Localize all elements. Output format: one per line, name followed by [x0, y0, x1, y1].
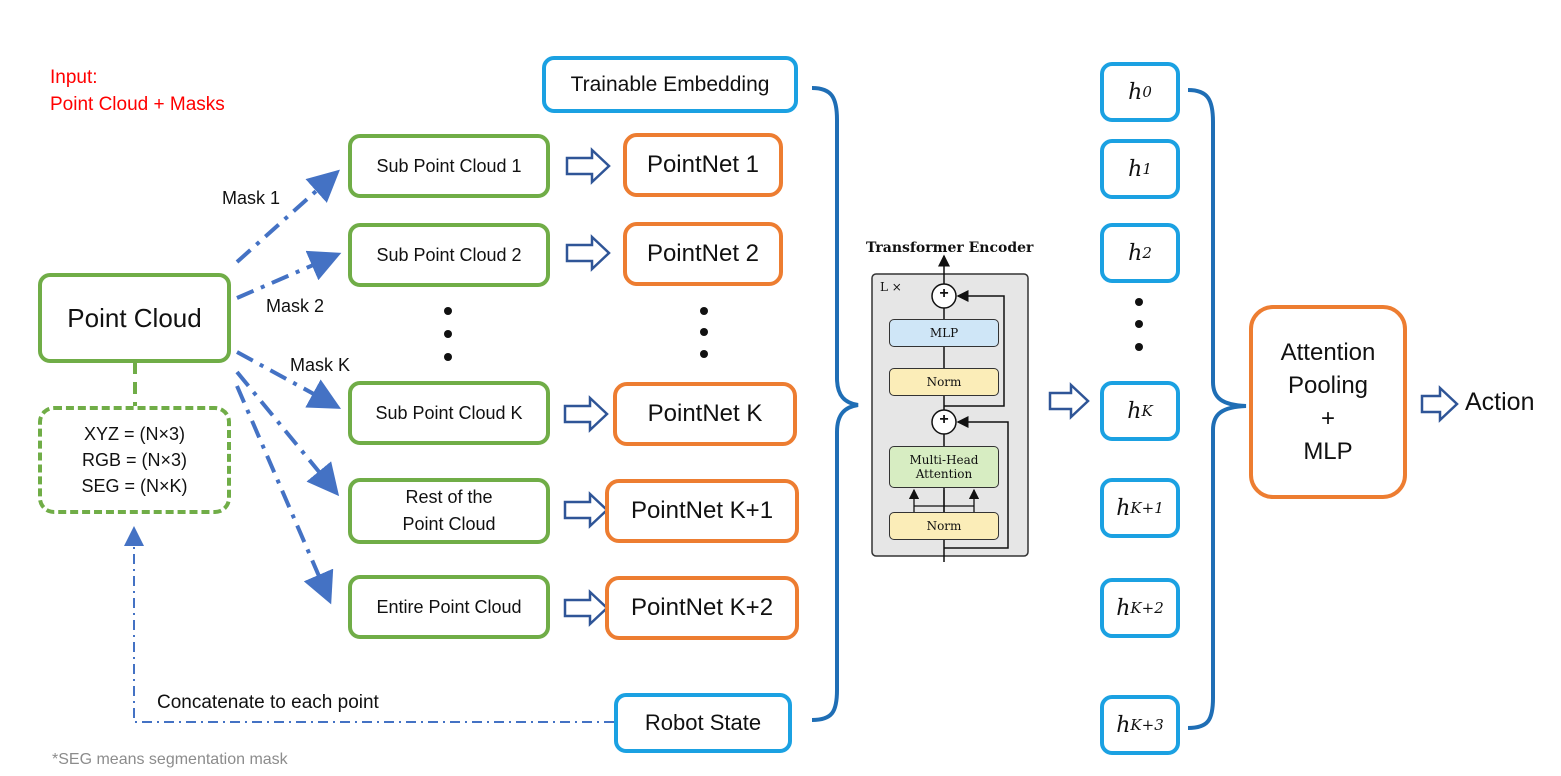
concatenate-label: Concatenate to each point [157, 692, 379, 713]
hollow-arrows [563, 147, 1459, 627]
attention-pooling-box: Attention Pooling + MLP [1249, 305, 1407, 499]
point-cloud-box: Point Cloud [38, 273, 231, 363]
hollow-arrow-2 [565, 234, 611, 272]
seg-feature: SEG = (N×K) [81, 476, 188, 496]
ellipsis-dot [700, 350, 708, 358]
brace-right [1187, 88, 1247, 730]
trainable-embedding-box: Trainable Embedding [542, 56, 798, 113]
point-features-box: XYZ = (N×3) RGB = (N×3) SEG = (N×K) [38, 406, 231, 514]
pointnet-k-plus-2: PointNet K+2 [605, 576, 799, 640]
multi-head-attention-block: Multi-Head Attention [889, 446, 999, 488]
brace-left [811, 86, 859, 722]
add-top-label: + [939, 285, 949, 302]
pooling-line-3: + [1320, 405, 1335, 432]
sub-point-cloud-k: Sub Point Cloud K [348, 381, 550, 445]
arrow-mask-2 [236, 250, 342, 300]
pooling-line-1: Attention [1280, 339, 1376, 366]
sub-point-cloud-2: Sub Point Cloud 2 [348, 223, 550, 287]
action-label: Action [1465, 388, 1535, 416]
entire-point-cloud-box: Entire Point Cloud [348, 575, 550, 639]
mask-arrows [235, 169, 342, 605]
ellipsis-dot [700, 328, 708, 336]
robot-state-box: Robot State [614, 693, 792, 753]
ellipsis-dot [444, 307, 452, 315]
mask-k-label: Mask K [290, 355, 351, 375]
concatenate-path [124, 526, 614, 723]
rest-point-cloud-box: Rest of the Point Cloud [348, 478, 550, 544]
rgb-feature: RGB = (N×3) [81, 450, 188, 470]
ellipsis-dot [1135, 298, 1143, 306]
hollow-arrow-1 [565, 147, 611, 185]
footnote: *SEG means segmentation mask [52, 751, 288, 768]
arrow-entire [235, 385, 334, 605]
pointnet-2: PointNet 2 [623, 222, 783, 286]
input-description: Point Cloud + Masks [50, 94, 225, 115]
repeat-label: L × [880, 280, 902, 294]
input-label: Input: [50, 67, 98, 88]
hollow-arrow-k [563, 395, 609, 433]
norm-bottom-block: Norm [889, 512, 999, 540]
hollow-arrow-k1 [563, 491, 609, 529]
mlp-block: MLP [889, 319, 999, 347]
hollow-arrow-k2 [563, 589, 609, 627]
mask-2-label: Mask 2 [266, 296, 325, 316]
add-bottom-label: + [939, 411, 949, 428]
norm-top-block: Norm [889, 368, 999, 396]
mask-1-label: Mask 1 [222, 188, 281, 208]
pooling-line-2: Pooling [1287, 372, 1369, 399]
ellipsis-dot [700, 307, 708, 315]
arrow-rest [235, 370, 340, 497]
ellipsis-dot [1135, 343, 1143, 351]
ellipsis-dot [444, 330, 452, 338]
pooling-line-4: MLP [1303, 438, 1353, 465]
transformer-title: Transformer Encoder [866, 240, 1034, 256]
arrow-mask-k [236, 350, 342, 409]
arrow-mask-1 [235, 169, 340, 264]
pointnet-1: PointNet 1 [623, 133, 783, 197]
residual-1 [944, 416, 1009, 549]
pointnet-k-plus-1: PointNet K+1 [605, 479, 799, 543]
residual-2 [944, 290, 1005, 407]
sub-point-cloud-1: Sub Point Cloud 1 [348, 134, 550, 198]
pointnet-k: PointNet K [613, 382, 797, 446]
hollow-arrow-action [1420, 385, 1459, 423]
add-circle-bottom [931, 409, 957, 435]
hollow-arrow-transformer-out [1048, 382, 1090, 420]
add-circle-top [931, 283, 957, 309]
mha-line-1: Multi-Head [909, 453, 979, 467]
mha-line-2: Attention [915, 467, 973, 481]
ellipsis-dot [444, 353, 452, 361]
rest-line-2: Point Cloud [402, 514, 496, 534]
rest-line-1: Rest of the [405, 487, 493, 507]
ellipsis-dot [1135, 320, 1143, 328]
xyz-feature: XYZ = (N×3) [83, 424, 186, 444]
